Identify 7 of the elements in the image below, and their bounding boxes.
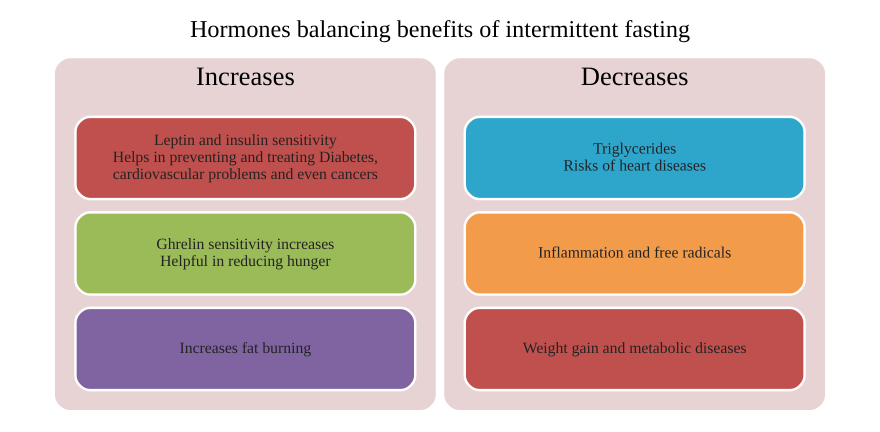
node-box: Leptin and insulin sensitivity Helps in preventing and treating Diabetes, cardiovascular problems and even cancers	[74, 116, 416, 200]
node-box: Triglycerides Risks of heart diseases	[464, 116, 806, 200]
node-box: Increases fat burning	[74, 306, 416, 392]
diagram-title: Hormones balancing benefits of intermittent fasting	[190, 16, 690, 44]
node-box: Weight gain and metabolic diseases	[464, 306, 806, 392]
node-box: Ghrelin sensitivity increases Helpful in reducing hunger	[74, 211, 416, 296]
node-box: Inflammation and free radicals	[464, 211, 806, 296]
